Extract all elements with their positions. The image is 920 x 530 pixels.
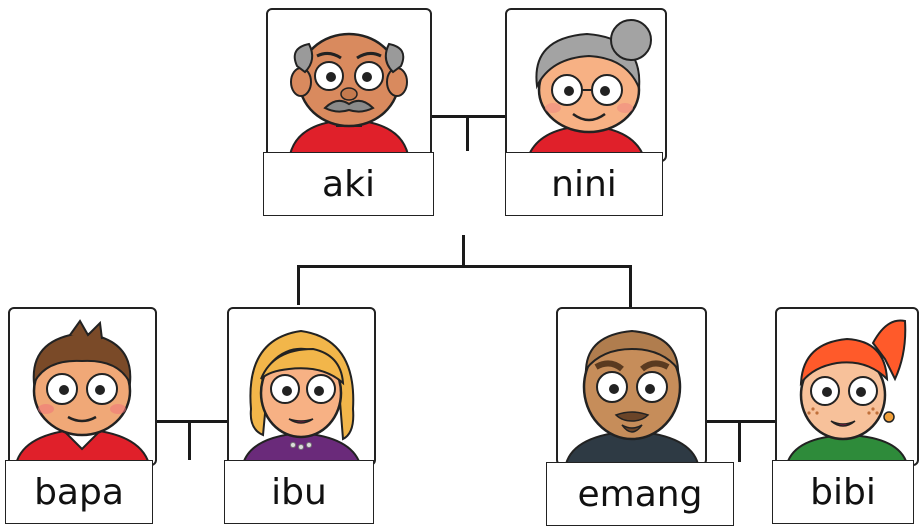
connector-right-branch (629, 265, 632, 307)
grandmother-label: nini (505, 152, 663, 216)
grandfather-portrait-icon (287, 32, 411, 160)
uncle-portrait-icon (564, 329, 700, 464)
aunt-card (775, 307, 919, 466)
connector-parents-horizontal (153, 420, 229, 423)
grandmother-portrait-icon (525, 19, 652, 160)
uncle-card (556, 307, 707, 466)
aunt-portrait-icon (785, 319, 909, 464)
connector-parents-drop (188, 420, 191, 460)
grandmother-card (505, 8, 667, 162)
father-label: bapa (5, 460, 153, 524)
connector-children-horizontal (297, 265, 632, 268)
father-portrait-icon (14, 319, 151, 464)
mother-label: ibu (224, 460, 374, 524)
uncle-label: emang (546, 462, 734, 526)
grandfather-card (266, 8, 432, 162)
connector-grandparents-drop (466, 115, 469, 151)
mother-portrait-icon (241, 329, 362, 464)
grandfather-label: aki (263, 152, 434, 216)
mother-card (227, 307, 376, 466)
aunt-label: bibi (772, 460, 914, 524)
connector-uncle-aunt-drop (738, 420, 741, 462)
connector-left-branch (297, 265, 300, 305)
connector-trunk (462, 235, 465, 267)
father-card (8, 307, 157, 466)
